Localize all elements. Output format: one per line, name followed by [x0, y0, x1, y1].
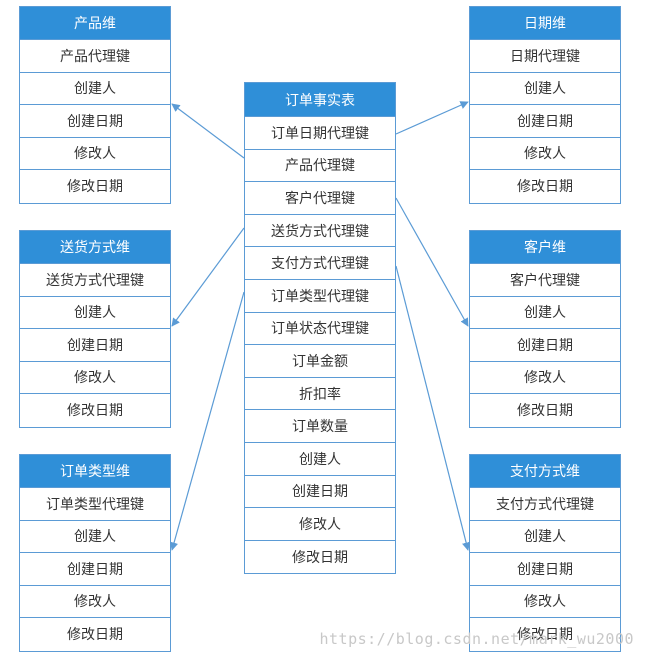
table-row: 创建日期	[470, 105, 620, 138]
table-row: 修改人	[470, 362, 620, 394]
date-dimension-title: 日期维	[470, 7, 620, 40]
customer-dimension-table: 客户维 客户代理键 创建人 创建日期 修改人 修改日期	[469, 230, 621, 428]
table-row: 创建人	[20, 73, 170, 105]
table-row: 订单金额	[245, 345, 395, 378]
table-row: 订单日期代理键	[245, 117, 395, 150]
table-row: 产品代理键	[245, 150, 395, 183]
shipping-dimension-title: 送货方式维	[20, 231, 170, 264]
table-row: 修改日期	[67, 627, 123, 644]
table-row: 创建人	[470, 297, 620, 329]
table-row: 创建人	[470, 73, 620, 105]
table-row: 修改人	[470, 586, 620, 618]
table-row: 送货方式代理键	[245, 215, 395, 248]
table-row: 订单类型代理键	[245, 280, 395, 313]
table-row: 修改日期	[517, 627, 573, 644]
table-row: 创建日期	[470, 553, 620, 586]
table-row: 日期代理键	[470, 40, 620, 73]
table-row: 产品代理键	[20, 40, 170, 73]
order-fact-table: 订单事实表 订单日期代理键 产品代理键 客户代理键 送货方式代理键 支付方式代理…	[244, 82, 396, 575]
connector-fact-to-customer	[395, 197, 469, 327]
payment-dimension-table: 支付方式维 支付方式代理键 创建人 创建日期 修改人 修改日期	[469, 454, 621, 652]
table-row: 创建日期	[20, 329, 170, 362]
table-row: 创建人	[245, 443, 395, 476]
table-row: 客户代理键	[470, 264, 620, 297]
table-row: 修改日期	[67, 179, 123, 196]
table-row: 创建人	[470, 521, 620, 553]
table-row: 修改人	[20, 362, 170, 394]
product-dimension-title: 产品维	[20, 7, 170, 40]
table-row: 创建日期	[20, 105, 170, 138]
table-row: 订单数量	[245, 410, 395, 443]
table-row: 修改日期	[292, 550, 348, 567]
table-row: 客户代理键	[245, 182, 395, 215]
table-row: 修改日期	[517, 179, 573, 196]
table-row: 支付方式代理键	[470, 488, 620, 521]
shipping-dimension-table: 送货方式维 送货方式代理键 创建人 创建日期 修改人 修改日期	[19, 230, 171, 428]
connector-fact-to-product	[171, 103, 245, 159]
table-row: 送货方式代理键	[20, 264, 170, 297]
connector-fact-to-date	[395, 101, 469, 135]
connector-fact-to-shipping	[171, 227, 245, 327]
customer-dimension-title: 客户维	[470, 231, 620, 264]
table-row: 修改人	[470, 138, 620, 170]
table-row: 修改人	[20, 138, 170, 170]
table-row: 支付方式代理键	[245, 247, 395, 280]
watermark: https://blog.csdn.net/mark_wu2000	[319, 630, 634, 648]
connector-fact-to-payment	[395, 265, 471, 551]
table-row: 创建日期	[245, 476, 395, 509]
table-row: 修改日期	[517, 403, 573, 420]
connector-fact-to-ordertype	[169, 291, 245, 551]
table-row: 订单状态代理键	[245, 313, 395, 346]
table-row: 修改人	[20, 586, 170, 618]
table-row: 修改日期	[67, 403, 123, 420]
ordertype-dimension-title: 订单类型维	[20, 455, 170, 488]
table-row: 折扣率	[245, 378, 395, 411]
table-row: 订单类型代理键	[20, 488, 170, 521]
payment-dimension-title: 支付方式维	[470, 455, 620, 488]
date-dimension-table: 日期维 日期代理键 创建人 创建日期 修改人 修改日期	[469, 6, 621, 204]
fact-table-title: 订单事实表	[245, 83, 395, 117]
ordertype-dimension-table: 订单类型维 订单类型代理键 创建人 创建日期 修改人 修改日期	[19, 454, 171, 652]
table-row: 创建人	[20, 521, 170, 553]
table-row: 创建人	[20, 297, 170, 329]
table-row: 修改人	[245, 508, 395, 541]
table-row: 创建日期	[470, 329, 620, 362]
table-row: 创建日期	[20, 553, 170, 586]
product-dimension-table: 产品维 产品代理键 创建人 创建日期 修改人 修改日期	[19, 6, 171, 204]
